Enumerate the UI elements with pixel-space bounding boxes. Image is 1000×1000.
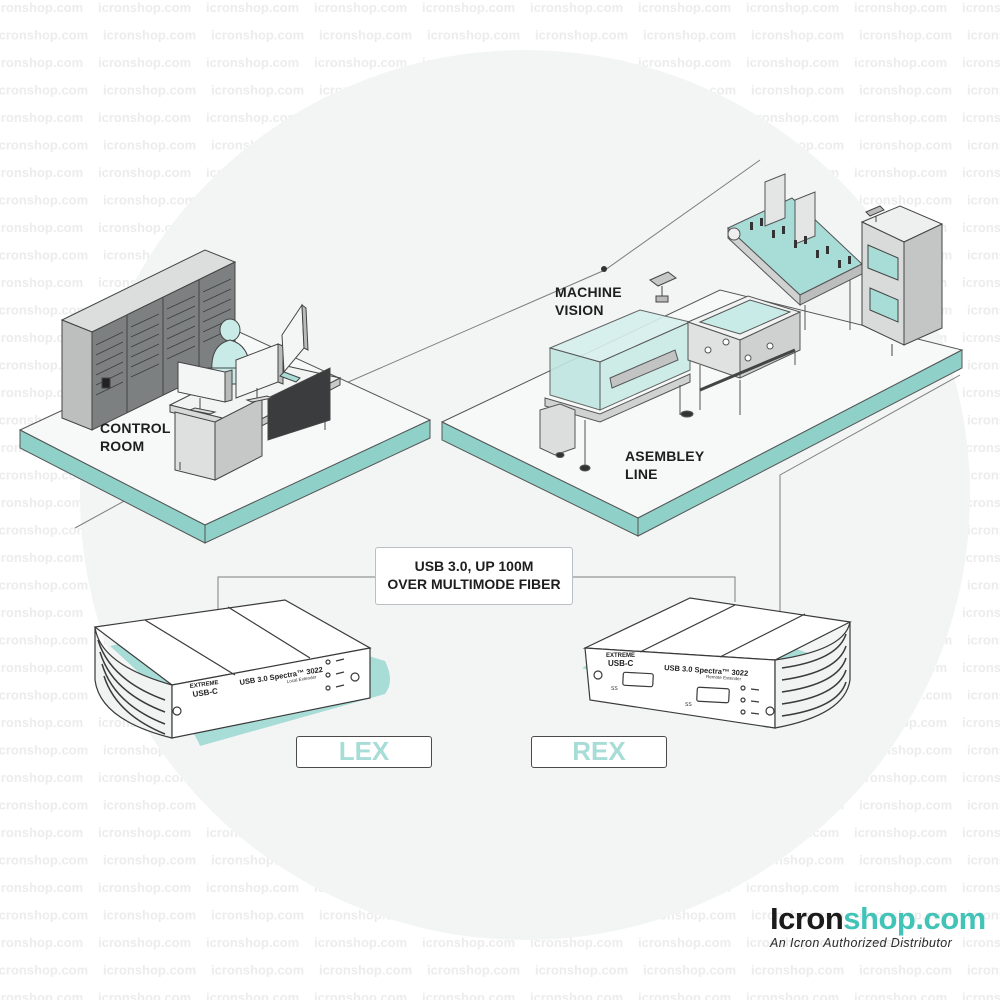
connection-line-1: USB 3.0, UP 100M bbox=[414, 558, 534, 574]
brand-wordmark-dark: Icron bbox=[770, 901, 844, 936]
server-rack-icon bbox=[60, 249, 237, 431]
desk-icon bbox=[168, 359, 342, 481]
lex-subtitle-text: Local Extender bbox=[286, 674, 317, 684]
control-room-label-line1: CONTROL bbox=[100, 420, 171, 436]
machine-vision-label-line2: VISION bbox=[555, 302, 604, 318]
control-room-label-line2: ROOM bbox=[100, 438, 145, 454]
rex-device bbox=[582, 597, 852, 729]
machine-vision-label: MACHINE VISION bbox=[555, 283, 622, 319]
assembly-line-label: ASEMBLEY LINE bbox=[625, 447, 704, 483]
camera-icon bbox=[649, 271, 677, 303]
rex-port-label-2: SS bbox=[685, 702, 692, 708]
monitor-icon bbox=[177, 303, 309, 415]
lex-label: LEX bbox=[296, 736, 432, 768]
machine-vision-label-line1: MACHINE bbox=[555, 284, 622, 300]
lex-badge-top: EXTREME bbox=[189, 680, 219, 690]
connection-callout: USB 3.0, UP 100M OVER MULTIMODE FIBER bbox=[375, 547, 573, 605]
machine-vision-station bbox=[539, 309, 694, 472]
lex-device bbox=[93, 599, 390, 746]
brand-logo: Icronshop.com An Icron Authorized Distri… bbox=[770, 901, 986, 951]
connection-node bbox=[601, 266, 607, 272]
assembly-line-label-line2: LINE bbox=[625, 466, 658, 482]
rex-port-label-1: SS bbox=[611, 686, 618, 692]
rex-label: REX bbox=[531, 736, 667, 768]
rex-badge-top: EXTREME bbox=[606, 653, 635, 659]
control-room-label: CONTROL ROOM bbox=[100, 419, 171, 455]
connection-line-2: OVER MULTIMODE FIBER bbox=[387, 576, 561, 592]
rex-badge-bottom: USB-C bbox=[608, 659, 634, 668]
rex-subtitle-text: Remote Extender bbox=[706, 674, 742, 681]
brand-wordmark-accent: shop.com bbox=[843, 901, 986, 936]
brand-tagline: An Icron Authorized Distributor bbox=[770, 936, 953, 950]
upper-conveyor bbox=[727, 173, 863, 330]
inspection-conveyor bbox=[686, 295, 802, 415]
assembly-line-label-line1: ASEMBLEY bbox=[625, 448, 705, 464]
brand-wordmark: Icronshop.com bbox=[770, 901, 986, 936]
control-panel-icon bbox=[860, 205, 944, 356]
lex-badge-bottom: USB-C bbox=[192, 687, 219, 699]
